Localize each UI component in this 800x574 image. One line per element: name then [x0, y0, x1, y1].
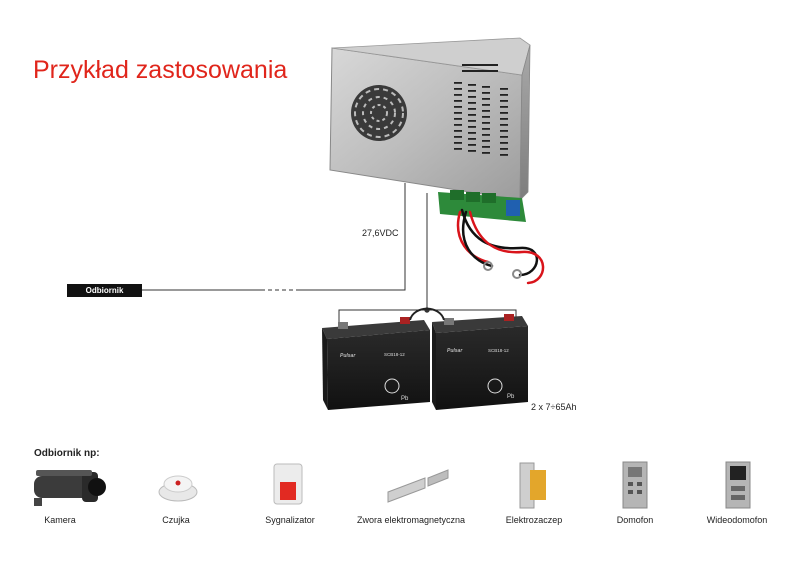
- battery-left: [322, 317, 430, 410]
- cctv-camera-icon: [34, 470, 106, 506]
- device-label-strike: Elektrozaczep: [505, 515, 563, 525]
- page-title: Przykład zastosowania: [33, 56, 288, 84]
- battery-left-model: SCB18-12: [384, 352, 405, 357]
- supply-voltage-label: 27,6VDC: [362, 228, 399, 238]
- power-supply-unit: [329, 37, 545, 285]
- battery-right-brand: Pulsar: [447, 348, 463, 354]
- battery-left-brand: Pulsar: [340, 353, 356, 359]
- battery-capacity-label: 2 x 7÷65Ah: [531, 402, 577, 412]
- electromagnetic-lock-icon: [387, 469, 449, 503]
- receiver-tag: Odbiornik: [67, 284, 142, 297]
- fan-grille-icon: [351, 85, 407, 141]
- battery-right-pb: Pb: [507, 394, 515, 400]
- device-label-siren: Sygnalizator: [265, 515, 315, 525]
- smoke-detector-icon: [158, 475, 198, 502]
- device-label-maglock: Zwora elektromagnetyczna: [356, 515, 466, 525]
- video-intercom-panel-icon: [725, 461, 751, 509]
- vent-slots: [454, 64, 508, 156]
- device-label-camera: Kamera: [44, 515, 76, 525]
- battery-link-cable: [409, 307, 445, 321]
- battery-right: [432, 314, 528, 410]
- battery-right-model: SCB18-12: [488, 348, 509, 353]
- battery-left-pb: Pb: [401, 396, 409, 402]
- siren-icon: [273, 463, 303, 505]
- device-label-video-intercom: Wideodomofon: [706, 515, 768, 525]
- examples-heading: Odbiornik np:: [34, 448, 100, 459]
- intercom-panel-icon: [622, 461, 648, 509]
- battery-cables: [456, 208, 545, 285]
- device-label-detector: Czujka: [162, 515, 190, 525]
- device-label-intercom: Domofon: [616, 515, 654, 525]
- electric-strike-icon: [519, 462, 546, 509]
